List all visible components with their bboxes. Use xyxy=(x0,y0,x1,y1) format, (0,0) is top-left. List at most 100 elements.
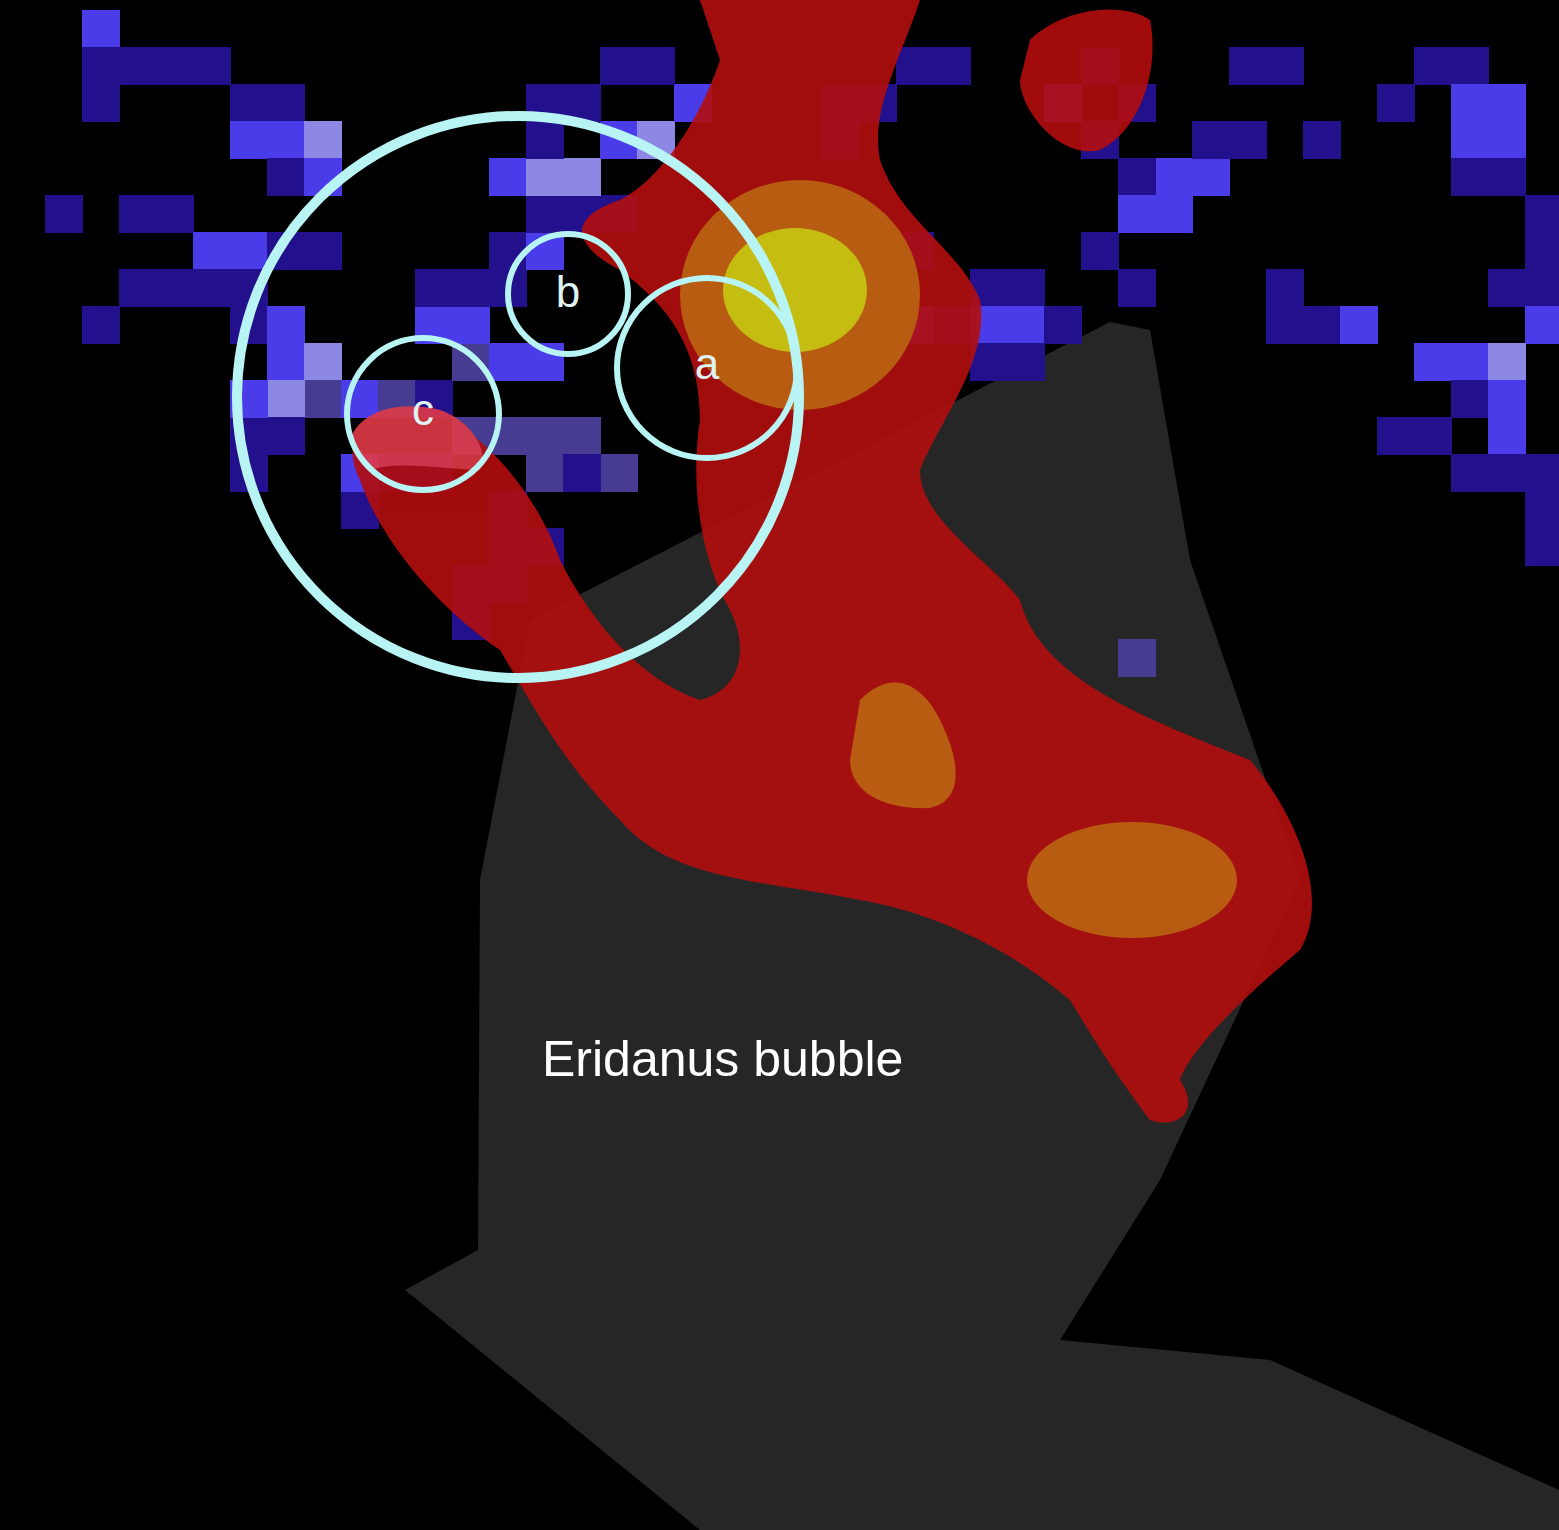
xray-pixel xyxy=(489,232,527,270)
xray-pixel xyxy=(896,47,934,85)
xray-pixel xyxy=(82,10,120,48)
xray-pixel xyxy=(1229,47,1267,85)
xray-pixel xyxy=(415,269,453,307)
xray-pixel xyxy=(1525,454,1559,492)
region-letter: a xyxy=(695,339,719,389)
xray-pixel xyxy=(526,158,564,196)
xray-pixel xyxy=(1266,47,1304,85)
xray-pixel xyxy=(1155,195,1193,233)
xray-pixel xyxy=(267,417,305,455)
region-letter: c xyxy=(412,385,434,435)
xray-pixel xyxy=(1451,121,1489,159)
contour-level xyxy=(1027,822,1237,938)
xray-pixel xyxy=(304,343,342,381)
xray-pixel xyxy=(1451,380,1489,418)
xray-pixel xyxy=(1451,84,1489,122)
xray-pixel xyxy=(156,269,194,307)
xray-pixel xyxy=(1340,306,1378,344)
xray-pixel xyxy=(1414,47,1452,85)
xray-pixel xyxy=(1525,195,1559,233)
xray-pixel xyxy=(1451,158,1489,196)
xray-pixel xyxy=(1044,306,1082,344)
xray-pixel xyxy=(267,306,305,344)
xray-pixel xyxy=(267,84,305,122)
xray-pixel xyxy=(1525,232,1559,270)
xray-pixel xyxy=(526,121,564,159)
xray-pixel xyxy=(526,417,564,455)
xray-pixel xyxy=(1192,121,1230,159)
region-circle: c xyxy=(344,335,502,493)
xray-pixel xyxy=(304,380,342,418)
xray-pixel xyxy=(1081,232,1119,270)
region-circle xyxy=(237,116,799,678)
xray-pixel xyxy=(1118,269,1156,307)
xray-pixel xyxy=(1488,158,1526,196)
xray-pixel xyxy=(1451,47,1489,85)
xray-pixel xyxy=(1377,417,1415,455)
xray-pixel xyxy=(452,306,490,344)
region-circle: b xyxy=(505,231,631,357)
xray-pixel xyxy=(1118,639,1156,677)
xray-pixel xyxy=(637,47,675,85)
xray-pixel xyxy=(1303,306,1341,344)
xray-pixel xyxy=(526,454,564,492)
xray-pixel xyxy=(267,158,305,196)
xray-pixel xyxy=(193,47,231,85)
xray-pixel xyxy=(230,232,268,270)
xray-pixel xyxy=(267,121,305,159)
xray-pixel xyxy=(156,195,194,233)
xray-pixel xyxy=(1118,195,1156,233)
region-name: Eridanus bubble xyxy=(542,1030,903,1088)
xray-pixel xyxy=(1229,121,1267,159)
xray-pixel xyxy=(1488,121,1526,159)
xray-pixel xyxy=(119,47,157,85)
xray-pixel xyxy=(1488,269,1526,307)
xray-pixel xyxy=(600,454,638,492)
xray-pixel xyxy=(1488,417,1526,455)
xray-pixel xyxy=(1525,306,1559,344)
xray-pixel xyxy=(1488,380,1526,418)
xray-pixel xyxy=(1451,343,1489,381)
xray-pixel xyxy=(1451,454,1489,492)
region-label-box: Eridanus bubble xyxy=(538,1028,907,1090)
xray-pixel xyxy=(489,343,527,381)
xray-pixel xyxy=(230,84,268,122)
xray-pixel xyxy=(1266,306,1304,344)
xray-pixel xyxy=(304,121,342,159)
xray-pixel xyxy=(563,158,601,196)
xray-pixel xyxy=(1377,84,1415,122)
xray-pixel xyxy=(563,417,601,455)
xray-pixel xyxy=(1488,84,1526,122)
xray-pixel xyxy=(1118,158,1156,196)
xray-pixel xyxy=(1155,158,1193,196)
xray-pixel xyxy=(119,269,157,307)
xray-pixel xyxy=(304,232,342,270)
xray-pixel xyxy=(1303,121,1341,159)
xray-pixel xyxy=(452,269,490,307)
contour-level xyxy=(850,683,956,809)
xray-pixel xyxy=(193,232,231,270)
xray-pixel xyxy=(1525,269,1559,307)
xray-pixel xyxy=(193,269,231,307)
xray-pixel xyxy=(267,380,305,418)
xray-pixel xyxy=(600,47,638,85)
xray-pixel xyxy=(1192,158,1230,196)
xray-pixel xyxy=(1488,343,1526,381)
emission-contours xyxy=(350,0,1312,1123)
xray-pixel xyxy=(526,195,564,233)
xray-pixel xyxy=(230,121,268,159)
xray-pixel xyxy=(1007,269,1045,307)
xray-pixel xyxy=(489,158,527,196)
xray-pixel xyxy=(1266,269,1304,307)
xray-pixel xyxy=(933,47,971,85)
xray-pixel xyxy=(156,47,194,85)
xray-pixel xyxy=(1007,343,1045,381)
xray-pixel xyxy=(1525,528,1559,566)
xray-pixel xyxy=(1414,417,1452,455)
region-letter: b xyxy=(556,267,580,317)
xray-pixel xyxy=(1007,306,1045,344)
xray-pixel xyxy=(1488,454,1526,492)
xray-pixel xyxy=(82,306,120,344)
